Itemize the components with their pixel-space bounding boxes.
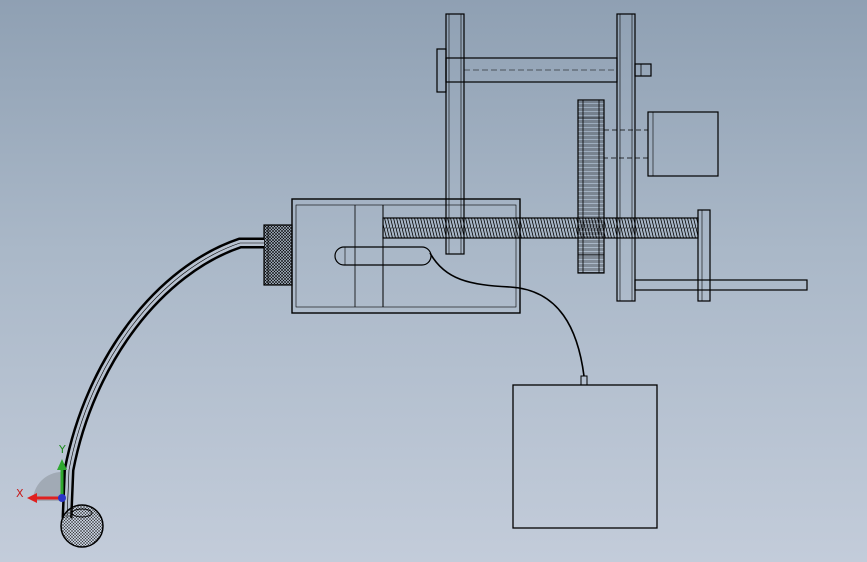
carriage-block[interactable] [291,198,521,314]
y-axis-arrowhead [57,459,67,470]
drive-gear[interactable] [577,99,605,274]
x-axis-label: X [16,487,24,500]
top-shaft[interactable] [436,48,652,93]
motor-housing[interactable] [603,111,719,177]
frame-plate-left[interactable] [445,13,465,255]
z-axis-dot [58,494,66,502]
sensor-probe[interactable] [60,504,104,548]
axis-triad [27,459,67,503]
x-axis-arrowhead [27,493,37,503]
guide-rod[interactable] [634,279,808,291]
y-axis-label: Y [59,443,66,456]
frame-plate-right[interactable] [616,13,636,302]
lead-screw[interactable] [382,217,699,239]
signal-cable[interactable] [429,252,585,377]
controller-box[interactable] [512,375,658,529]
side-bracket[interactable] [697,209,711,302]
flexible-tube[interactable] [61,237,264,519]
knurled-knob[interactable] [263,224,293,286]
